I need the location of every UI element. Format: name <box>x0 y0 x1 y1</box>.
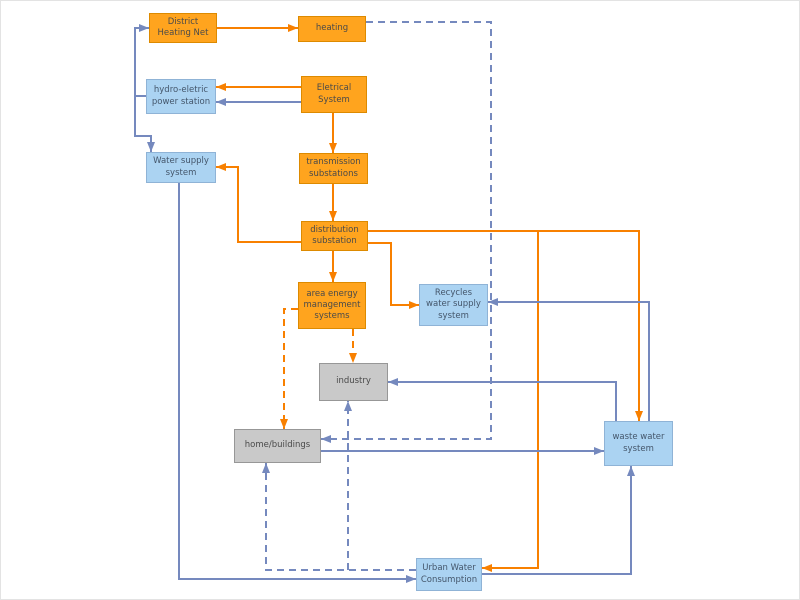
node-water-supply-system: Water supply system <box>146 152 216 183</box>
edge-distribution-to-waste-water <box>368 230 643 421</box>
edge-distribution-to-recycles <box>368 242 419 309</box>
node-heating: heating <box>298 16 366 42</box>
node-label: transmission substations <box>306 157 361 179</box>
node-label: Water supply system <box>153 156 209 178</box>
edge-area-energy-to-home-buildings <box>280 308 298 429</box>
node-label: Recycles water supply system <box>426 288 481 321</box>
node-label: industry <box>336 376 371 387</box>
edge-heating-to-home-buildings <box>321 21 492 443</box>
node-home-buildings: home/buildings <box>234 429 321 463</box>
node-label: Eletrical System <box>316 83 352 105</box>
edge-waste-water-to-recycles <box>488 298 650 421</box>
node-label: heating <box>315 23 349 34</box>
node-district-heating-net: District Heating Net <box>149 13 217 43</box>
edge-distribution-to-water-supply <box>216 163 301 243</box>
edge-water-supply-to-urban-water <box>178 183 416 583</box>
node-waste-water-system: waste water system <box>604 421 673 466</box>
node-hydro-electric-power-station: hydro-eletric power station <box>146 79 216 114</box>
node-recycles-water-supply-system: Recycles water supply system <box>419 284 488 326</box>
edge-hydro-to-district-heating <box>134 24 149 97</box>
node-area-energy-management-systems: area energy management systems <box>298 282 366 329</box>
node-label: distribution substation <box>310 224 359 246</box>
node-label: District Heating Net <box>157 16 209 38</box>
node-distribution-substation: distribution substation <box>301 221 368 251</box>
edge-urban-water-to-home-buildings <box>262 463 416 571</box>
node-urban-water-consumption: Urban Water Consumption <box>416 558 482 591</box>
node-electrical-system: Eletrical System <box>301 76 367 113</box>
edge-urban-water-to-waste-water <box>482 466 635 575</box>
edge-distribution-to-urban-water <box>482 231 539 572</box>
edge-hydro-to-water-supply <box>134 96 155 152</box>
node-industry: industry <box>319 363 388 401</box>
node-label: waste water system <box>612 432 665 454</box>
node-label: hydro-eletric power station <box>151 85 211 107</box>
node-label: area energy management systems <box>303 288 361 322</box>
edge-waste-water-to-industry <box>388 378 617 421</box>
node-label: Urban Water Consumption <box>420 563 478 585</box>
node-label: home/buildings <box>244 440 311 451</box>
node-transmission-substations: transmission substations <box>299 153 368 184</box>
